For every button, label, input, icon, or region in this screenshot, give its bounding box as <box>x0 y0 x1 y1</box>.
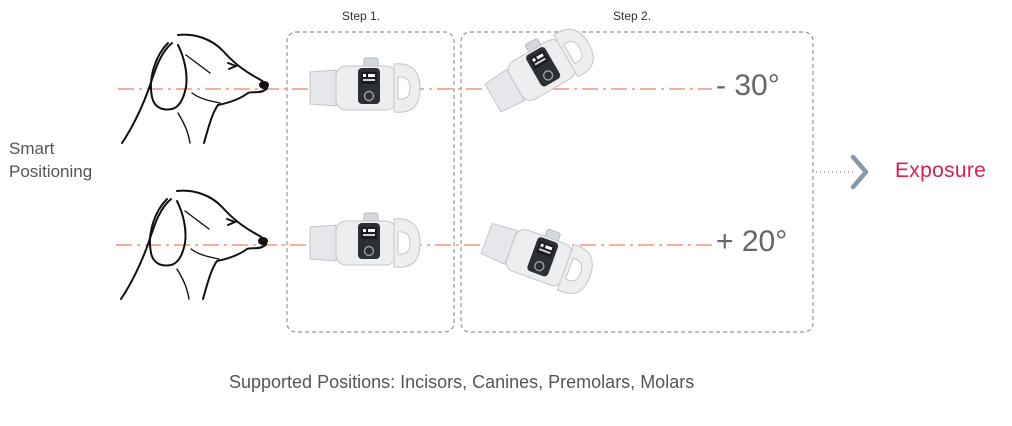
angle-top: - 30° <box>716 69 780 102</box>
step-1-label: Step 1. <box>342 9 381 23</box>
chevron-right-icon <box>850 154 869 190</box>
xray-device-icon-step1-top <box>309 57 421 113</box>
exposure-label: Exposure <box>895 159 987 182</box>
side-label-line2: Positioning <box>9 162 93 181</box>
xray-device-icon-step1-bottom <box>309 212 421 268</box>
angle-bottom: + 20° <box>716 225 788 258</box>
step-2-label: Step 2. <box>613 9 652 23</box>
step-1-box <box>286 31 455 333</box>
supported-positions: Supported Positions: Incisors, Canines, … <box>229 372 695 392</box>
side-label-line1: Smart <box>9 139 55 158</box>
xray-device-icon-step2-bottom <box>477 209 601 300</box>
